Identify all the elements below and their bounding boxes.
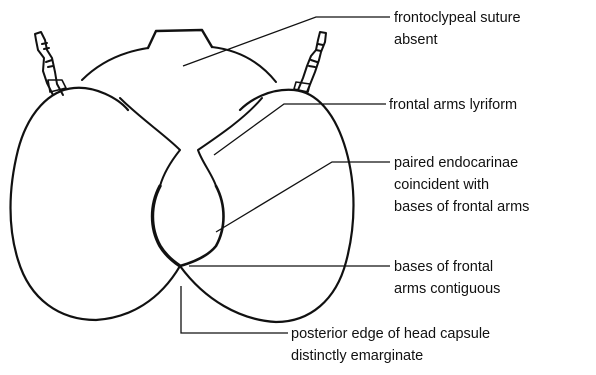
left-frontal-arm — [120, 98, 180, 186]
label-frontoclypeal-suture-2: absent — [394, 32, 438, 48]
label-frontoclypeal-suture: frontoclypeal suture — [394, 10, 521, 26]
right-head-lobe — [180, 90, 354, 322]
right-antenna — [294, 32, 326, 92]
label-bases-frontal-arms: bases of frontal — [394, 259, 493, 275]
left-antenna — [35, 32, 66, 95]
label-endocarinae-2: coincident with — [394, 177, 489, 193]
label-endocarinae-3: bases of frontal arms — [394, 199, 529, 215]
frontoclypeal-area — [82, 47, 276, 82]
left-endocarina — [153, 186, 181, 266]
leader-lines — [181, 17, 390, 333]
right-endocarina — [180, 186, 224, 266]
label-endocarinae: paired endocarinae — [394, 155, 518, 171]
right-frontal-arm — [198, 98, 262, 186]
label-posterior-edge: posterior edge of head capsule — [291, 326, 490, 342]
label-posterior-edge-2: distinctly emarginate — [291, 348, 423, 364]
label-bases-frontal-arms-2: arms contiguous — [394, 281, 500, 297]
clypeus — [148, 30, 212, 48]
label-frontal-arms: frontal arms lyriform — [389, 97, 517, 113]
